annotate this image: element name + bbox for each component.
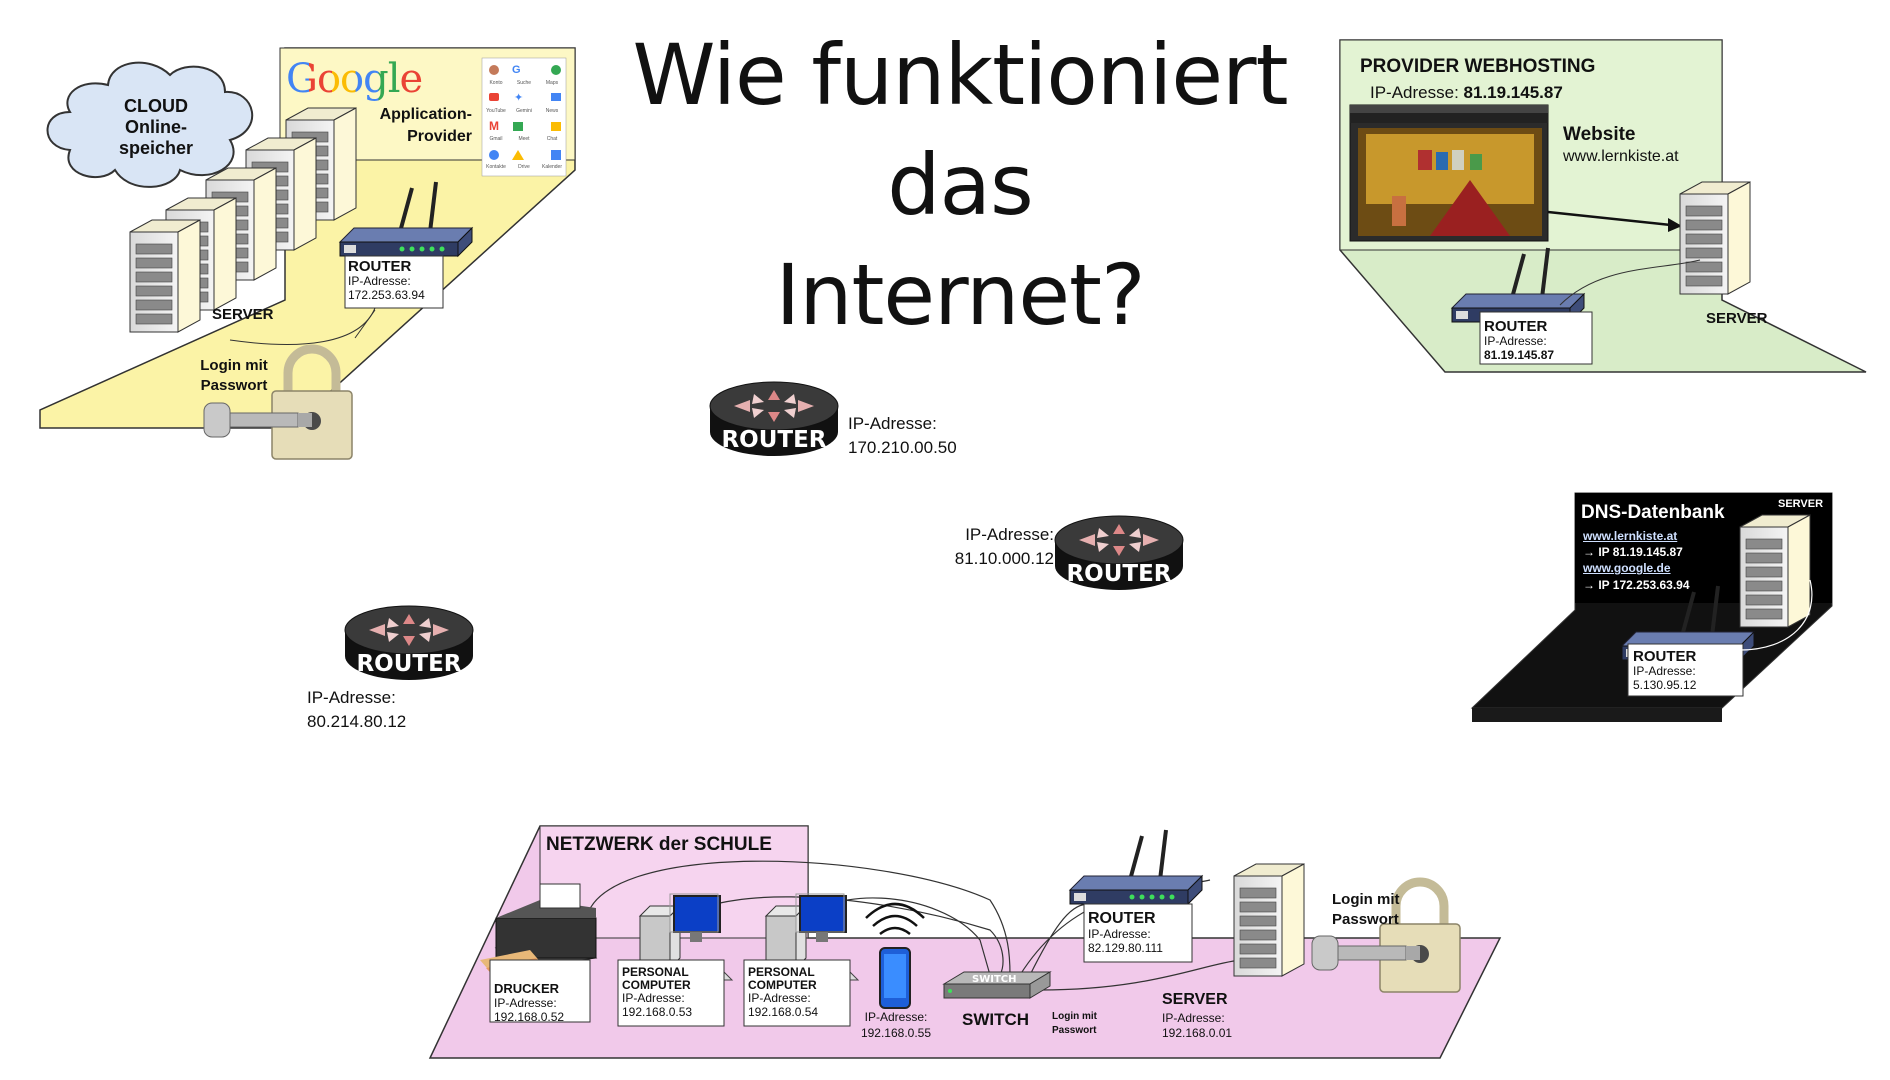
app-label: Kontakte — [486, 164, 506, 170]
printer-ip: 192.168.0.52 — [494, 1009, 565, 1024]
svg-text:G: G — [512, 64, 521, 76]
pc2-ip: 192.168.0.54 — [748, 1004, 819, 1019]
svg-text:M: M — [489, 119, 499, 133]
title-line-2: Internet? — [775, 246, 1145, 344]
dns-entry-2-domain: www.google.de — [1583, 561, 1671, 576]
school-router-card: ROUTER IP-Adresse: 82.129.80.111 — [1088, 910, 1163, 956]
dns-router-title: ROUTER — [1633, 648, 1697, 665]
google-logo: Google — [286, 56, 423, 102]
school-router-ip: 82.129.80.111 — [1088, 941, 1163, 956]
dns-router-card: ROUTER IP-Adresse: 5.130.95.12 — [1633, 648, 1696, 693]
dns-entry-1-ip: → IP 81.19.145.87 — [1583, 545, 1683, 560]
school-server-ip: 192.168.0.01 — [1162, 1026, 1233, 1041]
router-3-ip-label: IP-Adresse: — [307, 688, 396, 707]
school-login-label: Login mit Passwort — [1332, 891, 1400, 929]
switch-login-label: Login mit Passwort — [1052, 1011, 1097, 1036]
dns-router-ip-label: IP-Adresse: — [1633, 664, 1696, 679]
website-url: www.lernkiste.at — [1563, 148, 1679, 165]
app-label: Suche — [516, 80, 532, 86]
school-router-title: ROUTER — [1088, 910, 1156, 927]
app-label: Gmail — [489, 136, 503, 142]
webhosting-title: PROVIDER WEBHOSTING — [1360, 56, 1596, 77]
webhosting-router-ip-label: IP-Adresse: — [1484, 334, 1547, 349]
svg-text:✦: ✦ — [514, 92, 523, 104]
app-label: Maps — [545, 80, 559, 86]
printer-ip-label: IP-Adresse: — [494, 995, 557, 1010]
dns-entry-1-domain: www.lernkiste.at — [1583, 529, 1678, 543]
printer-card: DRUCKER IP-Adresse: 192.168.0.52 — [494, 981, 565, 1025]
school-server-title: SERVER — [1162, 991, 1228, 1008]
google-router-ip-label: IP-Adresse: — [348, 274, 411, 289]
app-label: Gemini — [516, 108, 532, 114]
dns-router-ip: 5.130.95.12 — [1633, 678, 1697, 693]
school-router-ip-label: IP-Adresse: — [1088, 927, 1151, 942]
router-3-ip: 80.214.80.12 — [307, 711, 407, 731]
phone-ip: 192.168.0.55 — [860, 1025, 932, 1040]
app-label: Meet — [518, 136, 530, 142]
phone-ip-block: IP-Adresse: 192.168.0.55 — [856, 1010, 936, 1041]
pc2-ip-label: IP-Adresse: — [748, 991, 811, 1006]
pc2-card: PERSONAL COMPUTER IP-Adresse: 192.168.0.… — [748, 965, 819, 1019]
router-2-ip: 81.10.000.12 — [954, 548, 1054, 568]
dns-entries: www.lernkiste.at → IP 81.19.145.87 www.g… — [1583, 528, 1690, 593]
pc2-title: PERSONAL COMPUTER — [748, 965, 817, 993]
phone-ip-label: IP-Adresse: — [864, 1010, 928, 1024]
webhosting-ip-line: IP-Adresse: 81.19.145.87 — [1370, 83, 1563, 103]
webhosting-router-title: ROUTER — [1484, 318, 1548, 335]
google-router-title: ROUTER — [348, 258, 412, 275]
webhosting-ip: 81.19.145.87 — [1463, 83, 1563, 102]
website-label: Website — [1563, 124, 1636, 145]
application-provider-label: Application- Provider — [379, 106, 472, 145]
router-1-ip: 170.210.00.50 — [848, 437, 957, 457]
router-2-ip-label: IP-Adresse: — [965, 525, 1054, 544]
webhosting-router-card: ROUTER IP-Adresse: 81.19.145.87 — [1484, 318, 1554, 363]
google-router-ip: 172.253.63.94 — [348, 288, 425, 303]
cloud-shape — [46, 61, 254, 188]
app-label: YouTube — [486, 108, 506, 114]
app-label: Chat — [546, 136, 558, 142]
school-network-title: NETZWERK der SCHULE — [546, 834, 772, 855]
google-login-label: Login mit Passwort — [200, 357, 268, 394]
webhosting-server-label: SERVER — [1706, 310, 1768, 327]
pc1-ip: 192.168.0.53 — [622, 1004, 693, 1019]
school-server-ip-label: IP-Adresse: — [1162, 1010, 1225, 1025]
router-2-ip-block: IP-Adresse: 81.10.000.12 — [944, 523, 1054, 571]
app-label: Konto — [489, 80, 503, 86]
pc1-card: PERSONAL COMPUTER IP-Adresse: 192.168.0.… — [622, 965, 693, 1019]
cloud-label: CLOUD Online- speicher — [118, 96, 194, 159]
webhosting-router-ip: 81.19.145.87 — [1484, 348, 1555, 363]
app-label: News — [545, 108, 559, 114]
printer-title: DRUCKER — [494, 981, 559, 996]
webhosting-ip-prefix: IP-Adresse: — [1370, 83, 1464, 102]
router-1-ip-block: IP-Adresse: 170.210.00.50 — [848, 412, 957, 460]
switch-label: SWITCH — [962, 1010, 1030, 1029]
app-label: Kalender — [541, 164, 562, 170]
switch-device-label: SWITCH — [972, 974, 1016, 985]
pc1-ip-label: IP-Adresse: — [622, 991, 685, 1006]
pc1-title: PERSONAL COMPUTER — [622, 965, 691, 993]
dns-title: DNS-Datenbank — [1581, 502, 1725, 523]
google-router-card: ROUTER IP-Adresse: 172.253.63.94 — [348, 258, 425, 303]
google-server-label: SERVER — [212, 306, 274, 323]
google-logo-text: Google — [286, 56, 423, 102]
router-1-ip-label: IP-Adresse: — [848, 414, 937, 433]
dns-entry-2-ip: → IP 172.253.63.94 — [1583, 577, 1690, 592]
school-server-block: SERVER IP-Adresse: 192.168.0.01 — [1162, 990, 1232, 1042]
app-label: Drive — [518, 164, 530, 170]
page-title: Wie funktioniert das Internet? — [560, 20, 1360, 350]
title-line-1: Wie funktioniert das — [632, 26, 1288, 234]
dns-server-label: SERVER — [1778, 498, 1824, 510]
router-3-ip-block: IP-Adresse: 80.214.80.12 — [307, 686, 406, 734]
